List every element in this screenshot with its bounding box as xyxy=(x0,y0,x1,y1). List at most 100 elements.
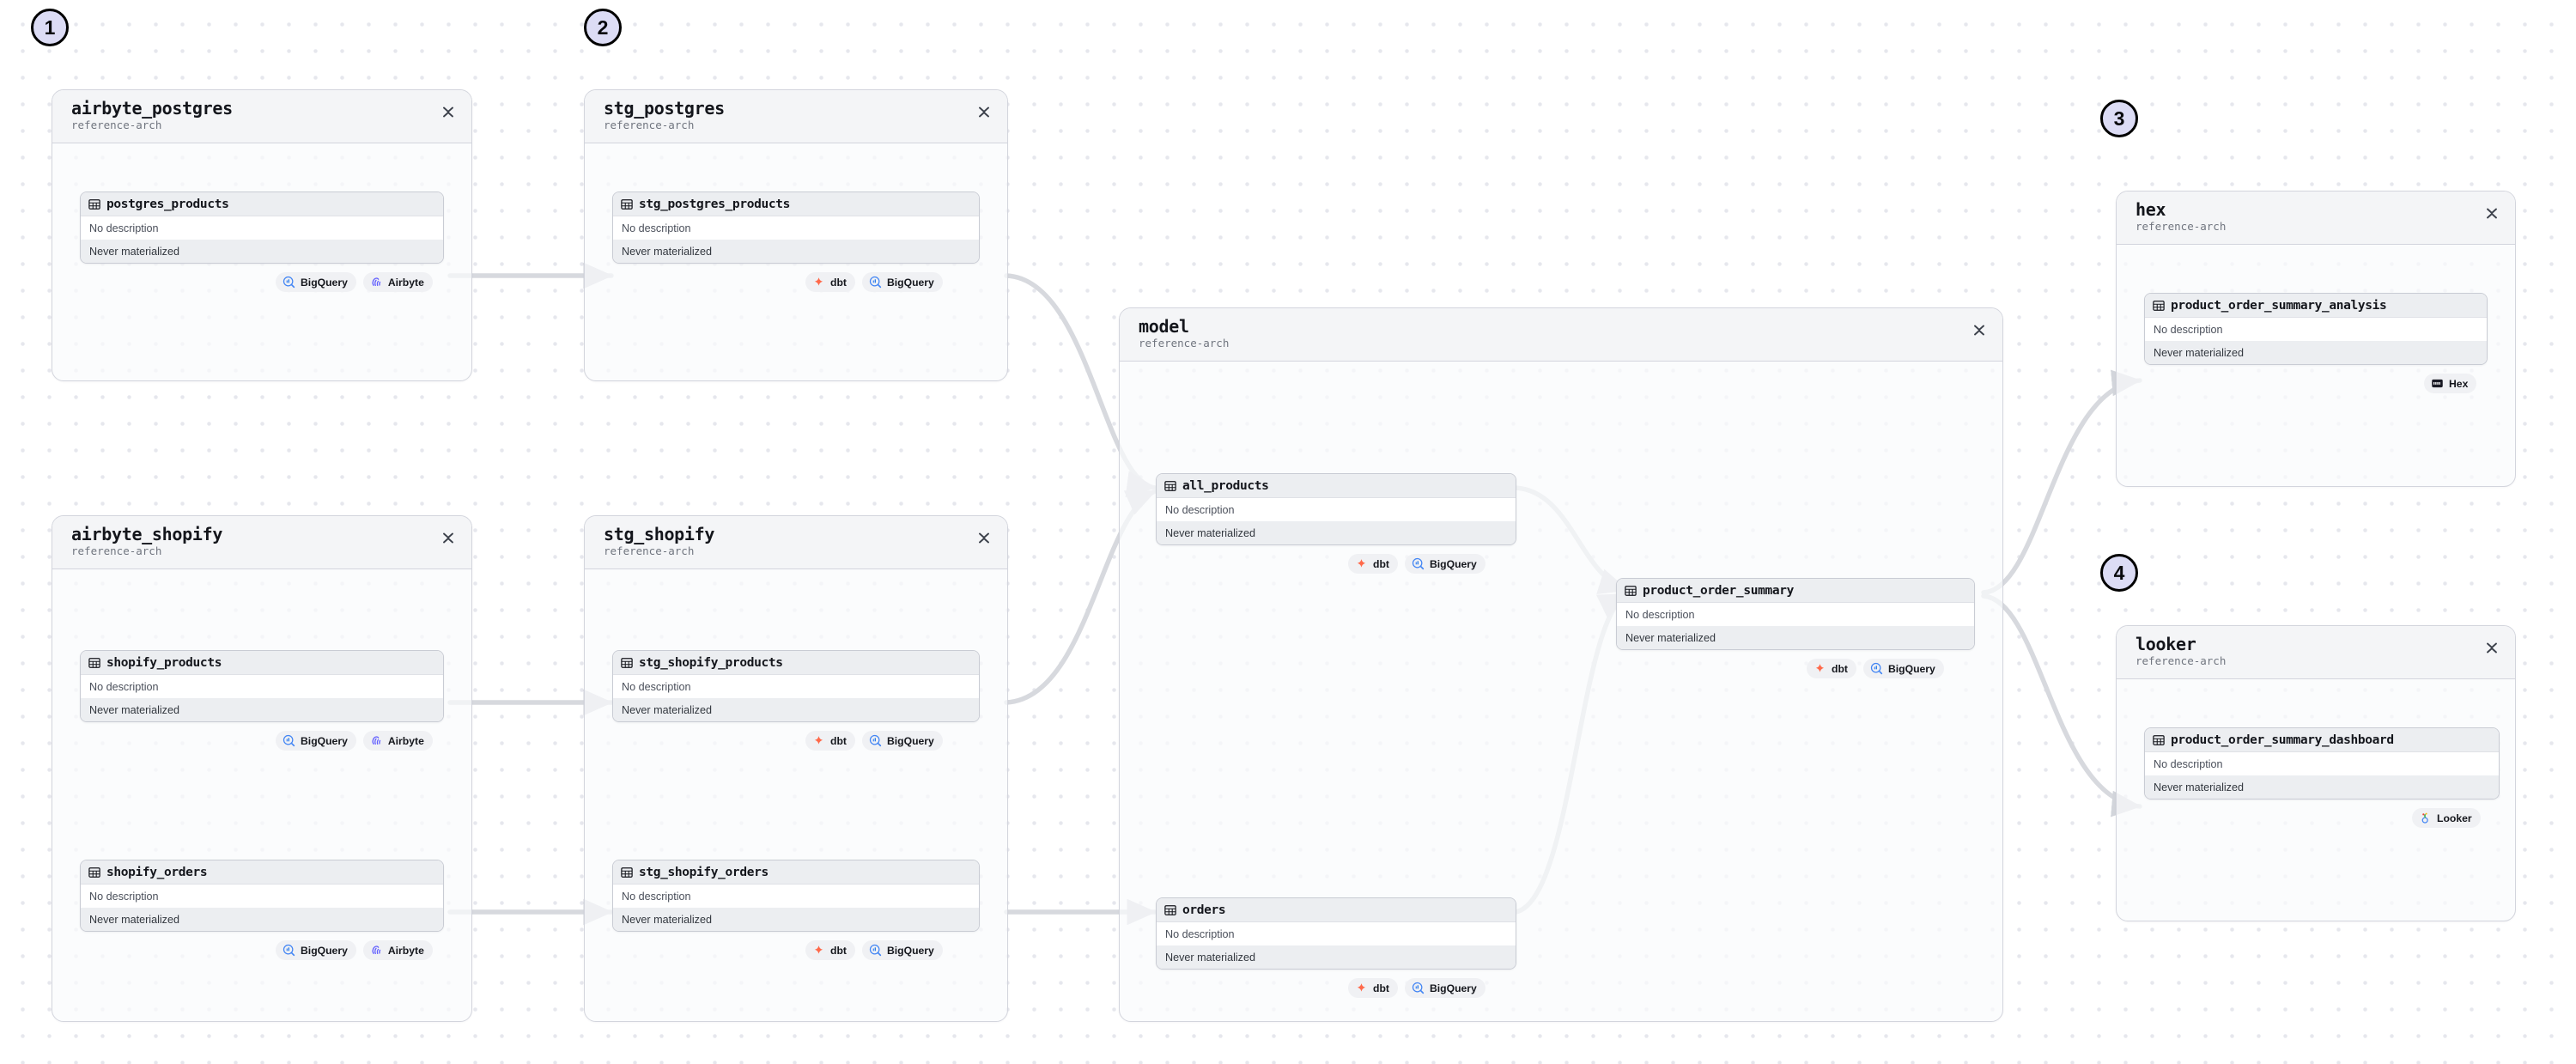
collapse-chevrons-icon[interactable] xyxy=(2484,204,2500,222)
asset-node-header[interactable]: shopify_orders xyxy=(81,860,443,885)
asset-node-header[interactable]: postgres_products xyxy=(81,192,443,216)
asset-node-header[interactable]: stg_shopify_orders xyxy=(613,860,979,885)
group-header-airbyte-postgres[interactable]: airbyte_postgres reference-arch xyxy=(52,90,471,143)
group-header-hex[interactable]: hex reference-arch xyxy=(2117,192,2515,245)
airbyte-icon xyxy=(372,736,381,745)
asset-node-orders[interactable]: orders No description Never materialized xyxy=(1156,897,1516,970)
tag-dbt[interactable]: dbt xyxy=(805,940,855,960)
looker-icon xyxy=(2421,812,2428,824)
asset-materialization: Never materialized xyxy=(1157,945,1516,969)
group-airbyte-postgres[interactable]: airbyte_postgres reference-arch xyxy=(52,89,472,381)
tag-bigquery[interactable]: BigQuery xyxy=(1862,659,1944,678)
asset-materialization: Never materialized xyxy=(1617,626,1974,649)
collapse-chevrons-icon[interactable] xyxy=(440,529,456,546)
group-stg-shopify[interactable]: stg_shopify reference-arch xyxy=(584,515,1008,1022)
dbt-icon xyxy=(814,277,823,286)
asset-description: No description xyxy=(81,216,443,240)
group-hex[interactable]: hex reference-arch product_ord xyxy=(2116,191,2516,487)
asset-node-product_order_summary_dashboard[interactable]: product_order_summary_dashboard No descr… xyxy=(2144,727,2500,800)
group-airbyte-shopify[interactable]: airbyte_shopify reference-arch xyxy=(52,515,472,1022)
integration-tags: BigQuery Airbyte xyxy=(276,272,433,292)
asset-node-shopify_products[interactable]: shopify_products No description Never ma… xyxy=(80,650,444,722)
table-grid-icon xyxy=(88,866,100,878)
asset-node-stg_shopify_products[interactable]: stg_shopify_products No description Neve… xyxy=(612,650,980,722)
asset-node-shopify_orders[interactable]: shopify_orders No description Never mate… xyxy=(80,860,444,932)
tag-bigquery[interactable]: BigQuery xyxy=(1404,978,1485,998)
asset-materialization: Never materialized xyxy=(613,698,979,721)
step-badge-1[interactable]: 1 xyxy=(31,9,69,46)
asset-node-header[interactable]: stg_shopify_products xyxy=(613,651,979,675)
tag-dbt[interactable]: dbt xyxy=(805,731,855,751)
tag-label: BigQuery xyxy=(301,734,348,747)
asset-node-postgres_products[interactable]: postgres_products No description Never m… xyxy=(80,192,444,264)
group-stg-postgres[interactable]: stg_postgres reference-arch st xyxy=(584,89,1008,381)
integration-tags: dbt BigQuery xyxy=(805,731,943,751)
step-badge-4[interactable]: 4 xyxy=(2100,554,2138,592)
tag-label: BigQuery xyxy=(886,276,934,289)
tag-bigquery[interactable]: BigQuery xyxy=(861,940,943,960)
group-header-airbyte-shopify[interactable]: airbyte_shopify reference-arch xyxy=(52,516,471,569)
table-grid-icon xyxy=(621,657,633,668)
asset-description: No description xyxy=(613,675,979,698)
tag-bigquery[interactable]: BigQuery xyxy=(1404,554,1485,574)
asset-node-product_order_summary[interactable]: product_order_summary No description Nev… xyxy=(1616,578,1975,650)
tag-bigquery[interactable]: BigQuery xyxy=(276,940,356,960)
tag-looker[interactable]: Looker xyxy=(2412,808,2481,828)
asset-name: product_order_summary_dashboard xyxy=(2171,733,2394,747)
tag-bigquery[interactable]: BigQuery xyxy=(276,731,356,751)
bigquery-icon xyxy=(283,944,295,957)
collapse-chevrons-icon[interactable] xyxy=(1971,321,1987,338)
tag-airbyte[interactable]: Airbyte xyxy=(362,272,433,292)
bigquery-icon xyxy=(869,944,882,957)
asset-node-header[interactable]: shopify_products xyxy=(81,651,443,675)
asset-node-header[interactable]: orders xyxy=(1157,898,1516,922)
tag-dbt[interactable]: dbt xyxy=(1348,554,1398,574)
tag-airbyte[interactable]: Airbyte xyxy=(362,731,433,751)
tag-label: BigQuery xyxy=(1429,557,1477,570)
group-looker[interactable]: looker reference-arch product_ xyxy=(2116,625,2516,921)
tag-hex[interactable]: Hex xyxy=(2424,374,2477,393)
asset-node-header[interactable]: product_order_summary_dashboard xyxy=(2145,728,2499,752)
group-header-looker[interactable]: looker reference-arch xyxy=(2117,626,2515,679)
asset-materialization: Never materialized xyxy=(2145,775,2499,799)
step-badge-3[interactable]: 3 xyxy=(2100,100,2138,137)
collapse-chevrons-icon[interactable] xyxy=(976,103,992,120)
asset-node-stg_postgres_products[interactable]: stg_postgres_products No description Nev… xyxy=(612,192,980,264)
collapse-chevrons-icon[interactable] xyxy=(976,529,992,546)
integration-tags: Looker xyxy=(2412,808,2481,828)
asset-node-header[interactable]: product_order_summary xyxy=(1617,579,1974,603)
collapse-chevrons-icon[interactable] xyxy=(440,103,456,120)
tag-dbt[interactable]: dbt xyxy=(805,272,855,292)
asset-node-header[interactable]: stg_postgres_products xyxy=(613,192,979,216)
asset-node-all_products[interactable]: all_products No description Never materi… xyxy=(1156,473,1516,545)
group-title: hex xyxy=(2136,199,2166,220)
group-header-stg-postgres[interactable]: stg_postgres reference-arch xyxy=(585,90,1007,143)
collapse-chevrons-icon[interactable] xyxy=(2484,639,2500,656)
group-header-stg-shopify[interactable]: stg_shopify reference-arch xyxy=(585,516,1007,569)
tag-bigquery[interactable]: BigQuery xyxy=(861,272,943,292)
asset-description: No description xyxy=(613,216,979,240)
asset-node-stg_shopify_orders[interactable]: stg_shopify_orders No description Never … xyxy=(612,860,980,932)
tag-dbt[interactable]: dbt xyxy=(1807,659,1856,678)
tag-bigquery[interactable]: BigQuery xyxy=(861,731,943,751)
group-title: airbyte_shopify xyxy=(71,524,223,544)
tag-bigquery[interactable]: BigQuery xyxy=(276,272,356,292)
group-subtitle: reference-arch xyxy=(71,544,162,558)
asset-node-product_order_summary_analysis[interactable]: product_order_summary_analysis No descri… xyxy=(2144,293,2488,365)
group-title: stg_postgres xyxy=(604,98,725,119)
asset-node-header[interactable]: product_order_summary_analysis xyxy=(2145,294,2487,318)
table-grid-icon xyxy=(88,198,100,210)
tag-label: dbt xyxy=(830,276,847,289)
group-model[interactable]: model reference-arch al xyxy=(1119,307,2003,1022)
tag-dbt[interactable]: dbt xyxy=(1348,978,1398,998)
tag-label: dbt xyxy=(1373,982,1389,994)
table-grid-icon xyxy=(1164,480,1176,491)
asset-description: No description xyxy=(1617,603,1974,626)
integration-tags: dbt BigQuery xyxy=(805,272,943,292)
tag-airbyte[interactable]: Airbyte xyxy=(362,940,433,960)
group-header-model[interactable]: model reference-arch xyxy=(1120,308,2002,362)
step-badge-2[interactable]: 2 xyxy=(584,9,622,46)
asset-node-header[interactable]: all_products xyxy=(1157,474,1516,498)
integration-tags: dbt BigQuery xyxy=(1348,554,1485,574)
